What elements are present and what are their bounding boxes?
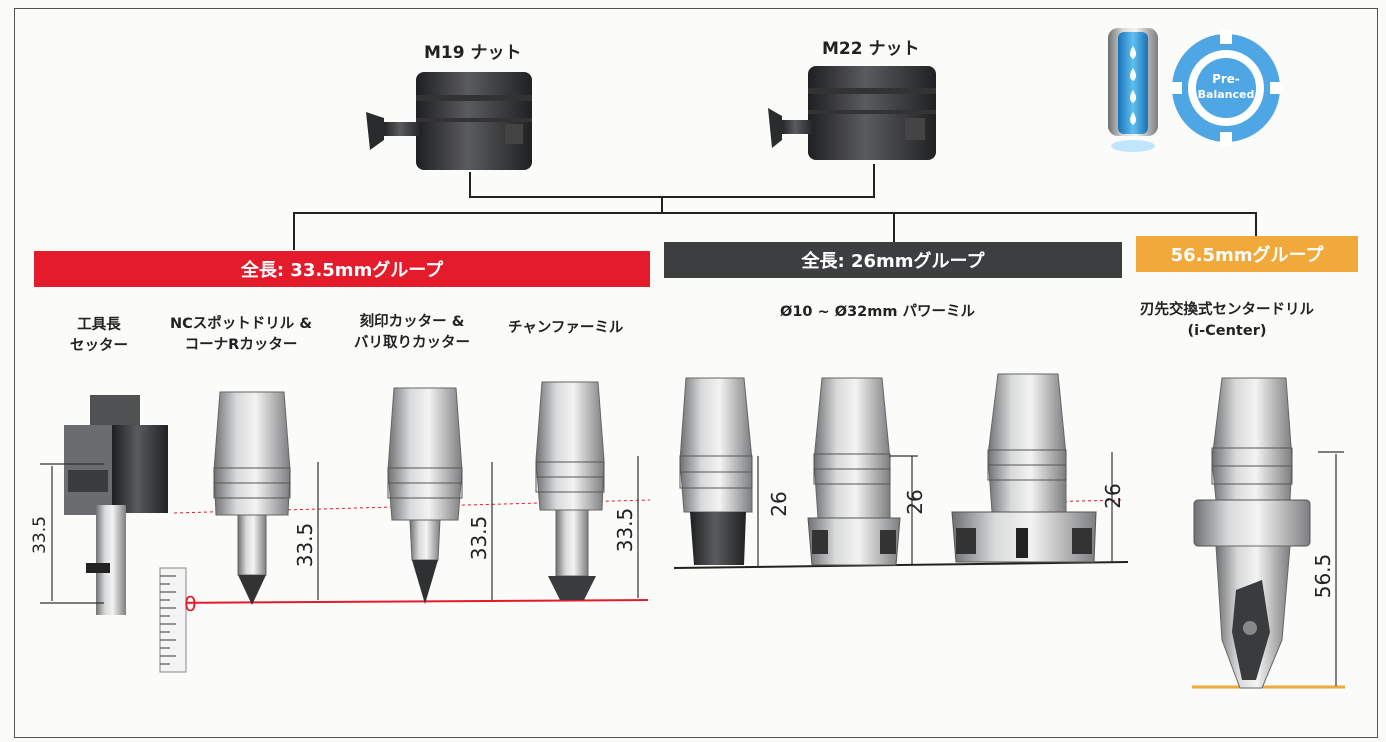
pre-balanced-badge: Pre- Balanced [1168,30,1284,146]
dim-label-powermill-20: 26 [903,489,927,514]
coolant-through-icon [1108,28,1158,152]
dim-label-powermill-10: 26 [767,491,791,516]
m22-nut-image [768,66,936,160]
nut-label-m22: M22 ナット [822,39,920,59]
badge-text-line2: Balanced [1198,88,1255,101]
tool-label-nc-spot: NCスポットドリル & コーナRカッター [170,316,312,353]
tool-label-icenter: 刃先交換式センタードリル (i-Center) [1140,302,1314,339]
baseline-26-group [673,561,1129,569]
dim-label-engrave: 33.5 [467,516,491,561]
powermill-10-image [679,377,753,565]
tool-label-powermill: Ø10 ~ Ø32mm パワーミル [780,304,976,320]
zero-label: 0 [184,592,197,616]
m19-nut-image [366,72,532,170]
dim-label-setter: 33.5 [30,516,50,554]
dim-label-nc-spot: 33.5 [293,523,317,568]
nut-label-m19: M19 ナット [424,43,522,63]
i-center-drill-image [1193,377,1311,689]
powermill-20-image [807,377,901,566]
dim-label-i-center: 56.5 [1311,554,1335,599]
dim-label-chamfer: 33.5 [613,508,637,553]
page-frame [14,8,1378,738]
tool-length-setter-image [64,395,187,673]
tool-label-setter: 工具長 セッター [70,317,128,354]
group-banner-56-5: 56.5mmグループ [1136,236,1358,272]
chamfer-mill-image [535,381,605,600]
zero-line [161,599,649,604]
tool-label-engrave: 刻印カッター & バリ取りカッター [354,314,470,351]
group-banner-33-5: 全長: 33.5mmグループ [34,251,650,287]
dim-label-powermill-32: 26 [1101,483,1125,508]
nc-spot-drill-image [213,391,291,605]
powermill-32-image [951,373,1097,563]
dimension-lines [40,451,1344,686]
engraving-cutter-image [387,387,463,604]
badge-text-line1: Pre- [1212,72,1240,86]
tool-label-chamfer: チャンファーミル [508,320,624,336]
group-banner-26: 全長: 26mmグループ [664,242,1122,278]
connector-lines [293,164,1257,250]
